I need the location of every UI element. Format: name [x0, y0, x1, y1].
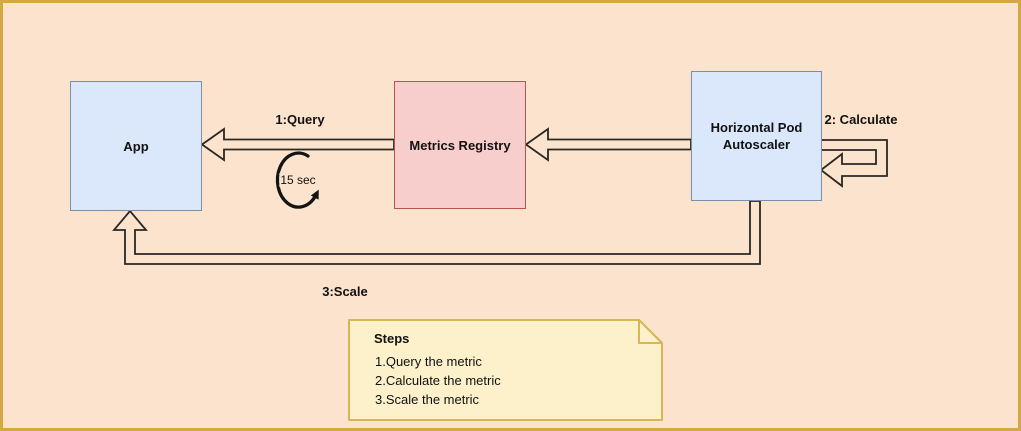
node-metrics-registry-label: Metrics Registry — [409, 137, 511, 153]
note-item-list: 1.Query the metric 2.Calculate the metri… — [375, 352, 501, 409]
node-horizontal-pod-autoscaler-label: Horizontal Pod Autoscaler — [710, 120, 803, 152]
note-item: 2.Calculate the metric — [375, 373, 501, 388]
edge-label-scale: 3:Scale — [322, 284, 368, 299]
note-item: 1.Query the metric — [375, 354, 482, 369]
calculate-self-loop-arrow[interactable] — [819, 139, 888, 188]
node-app[interactable]: App — [70, 81, 202, 211]
note-item: 3.Scale the metric — [375, 392, 480, 407]
note-body[interactable] — [348, 319, 663, 421]
steps-note-shape[interactable] — [348, 319, 663, 421]
node-horizontal-pod-autoscaler[interactable]: Horizontal Pod Autoscaler — [691, 71, 822, 201]
node-app-label: App — [123, 138, 149, 154]
interval-loop-icon[interactable] — [275, 151, 319, 209]
edge-label-query: 1:Query — [275, 112, 325, 127]
edge-label-interval: 15 sec — [279, 173, 317, 187]
note-title: Steps — [374, 331, 410, 346]
query-arrow[interactable] — [200, 127, 395, 162]
edge-label-calculate: 2: Calculate — [824, 112, 898, 127]
scale-arrow[interactable] — [112, 200, 761, 265]
hpa-to-registry-arrow[interactable] — [524, 127, 692, 162]
node-metrics-registry[interactable]: Metrics Registry — [394, 81, 526, 209]
steps-note: Steps 1.Query the metric 2.Calculate the… — [349, 320, 662, 420]
note-folded-corner-icon — [638, 319, 663, 344]
